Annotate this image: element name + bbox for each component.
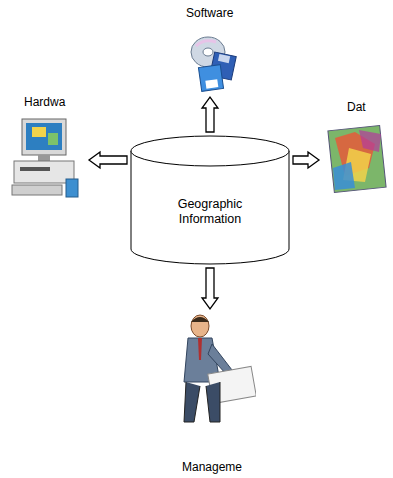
- node-label: Manageme: [182, 460, 242, 474]
- gis-cylinder: Geographic Information: [130, 135, 290, 265]
- software-node: Software: [170, 6, 250, 94]
- data-icon: [325, 118, 387, 200]
- manager-icon: [170, 312, 256, 424]
- hardware-node: Hardwa: [4, 95, 86, 225]
- cylinder-label: Geographic Information: [158, 197, 262, 227]
- block-arrow: [293, 152, 319, 168]
- software-icon: [178, 24, 242, 94]
- hardware-icon: [8, 113, 82, 201]
- node-label: Hardwa: [24, 95, 65, 109]
- block-arrow: [202, 268, 218, 309]
- management-node: Manageme: [165, 312, 260, 474]
- node-label: Dat: [347, 100, 366, 114]
- block-arrow: [202, 97, 218, 132]
- block-arrow: [89, 152, 127, 168]
- data-node: Dat: [322, 100, 390, 220]
- node-label: Software: [186, 6, 233, 20]
